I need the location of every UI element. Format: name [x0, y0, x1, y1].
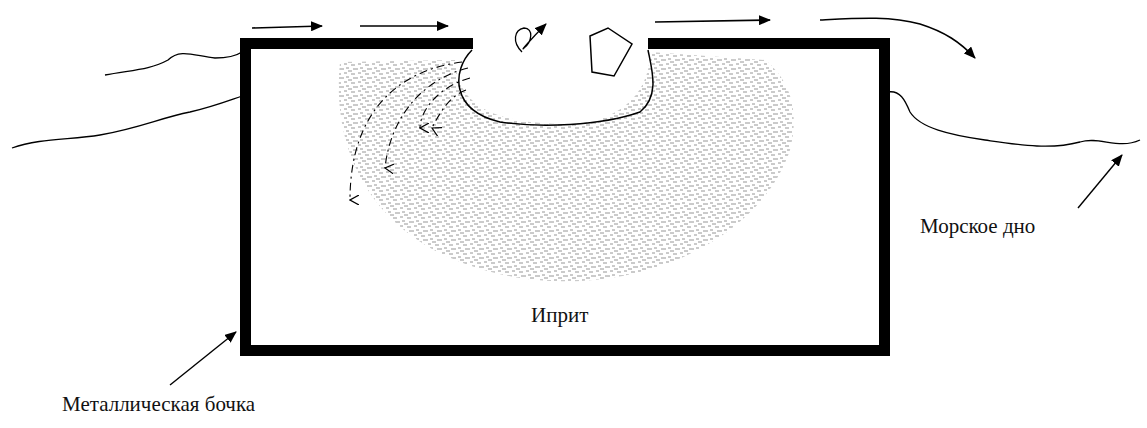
diffusion-arrows: [350, 62, 470, 200]
metal-barrel: Иприт: [240, 38, 890, 356]
swirl-symbol: [515, 24, 546, 52]
leader-line: [170, 332, 236, 385]
fragment-symbol: [590, 28, 632, 76]
substance-label: Иприт: [531, 303, 588, 328]
sea-floor-label: Морское дно: [918, 214, 1037, 239]
sea-floor-line: [888, 92, 1140, 146]
sea-floor-line: [12, 96, 242, 148]
dissolving-mustard: [339, 52, 794, 281]
barrel-label: Металлическая бочка: [60, 392, 257, 417]
leader-line: [1078, 155, 1122, 208]
sea-floor-line: [105, 52, 242, 75]
erosion-cavity: [459, 50, 653, 125]
